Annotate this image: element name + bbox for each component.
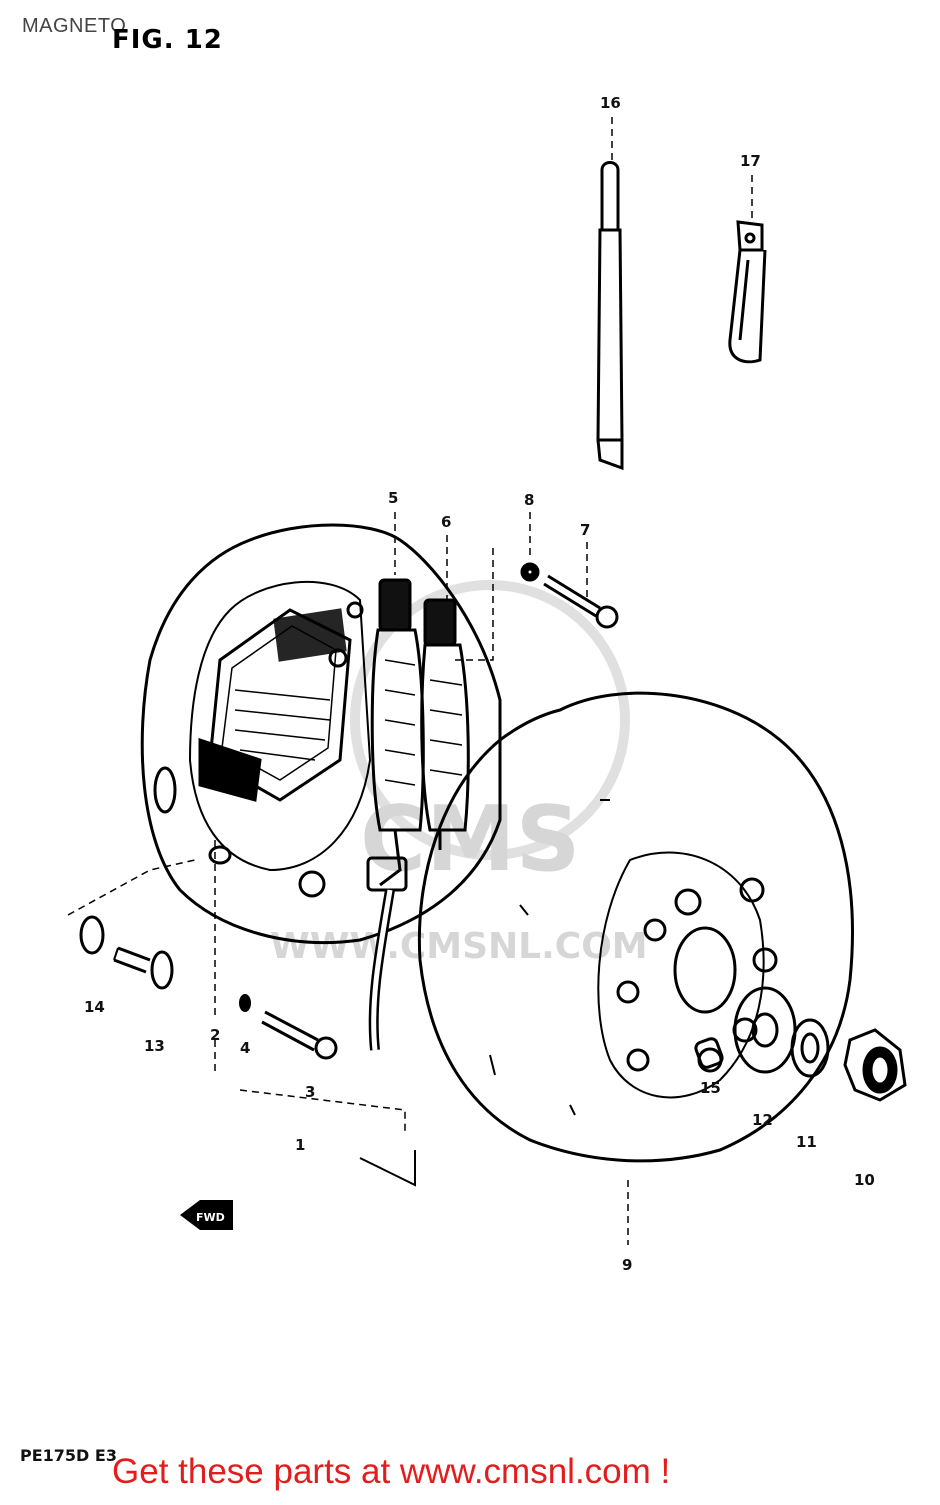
callout-1: 1: [295, 1136, 305, 1154]
callout-labels: 1 2 3 4 5 6 7 8 9 10 11 12 13 14 15 16 1…: [84, 94, 875, 1274]
figure-label: FIG. 12: [112, 25, 223, 55]
screw-7: [543, 574, 619, 629]
callout-13: 13: [144, 1037, 165, 1055]
washer-14: [79, 915, 105, 955]
callout-12: 12: [752, 1111, 773, 1129]
callout-14: 14: [84, 998, 105, 1016]
model-code: PE175D E3: [20, 1446, 117, 1465]
cta-link[interactable]: Get these parts at www.cmsnl.com !: [112, 1452, 671, 1491]
washer-8: [520, 562, 540, 582]
screw-3: [261, 1010, 338, 1060]
washer-4: [239, 994, 251, 1012]
woodruff-key: [694, 1037, 724, 1069]
stator-base-plate: [140, 523, 502, 944]
callout-4: 4: [240, 1039, 250, 1057]
callout-6: 6: [441, 513, 451, 531]
tool-16: [596, 161, 624, 471]
ignition-coils: [366, 578, 470, 1051]
charging-coil: [198, 608, 352, 802]
callout-8: 8: [524, 491, 534, 509]
callout-5: 5: [388, 489, 398, 507]
fwd-label: FWD: [196, 1211, 225, 1224]
screw-13: [113, 946, 174, 990]
leader-lines: [67, 117, 753, 1245]
callout-16: 16: [600, 94, 621, 112]
watermark-url: WWW.CMSNL.COM: [270, 926, 648, 967]
rotor-nut-10: [843, 1028, 907, 1102]
callout-3: 3: [305, 1083, 315, 1101]
callout-15: 15: [700, 1079, 721, 1097]
washer-12: [733, 986, 797, 1074]
flywheel-rotor: [417, 691, 854, 1163]
section-title: MAGNETO: [22, 15, 127, 37]
callout-11: 11: [796, 1133, 817, 1151]
fwd-arrow: FWD: [180, 1200, 233, 1230]
bracket-line-1: [359, 1150, 416, 1187]
tool-17: [728, 220, 767, 364]
callout-9: 9: [622, 1256, 632, 1274]
callout-2: 2: [210, 1026, 220, 1044]
lock-washer-11: [790, 1018, 830, 1078]
callout-10: 10: [854, 1171, 875, 1189]
callout-17: 17: [740, 152, 761, 170]
callout-7: 7: [580, 521, 590, 539]
